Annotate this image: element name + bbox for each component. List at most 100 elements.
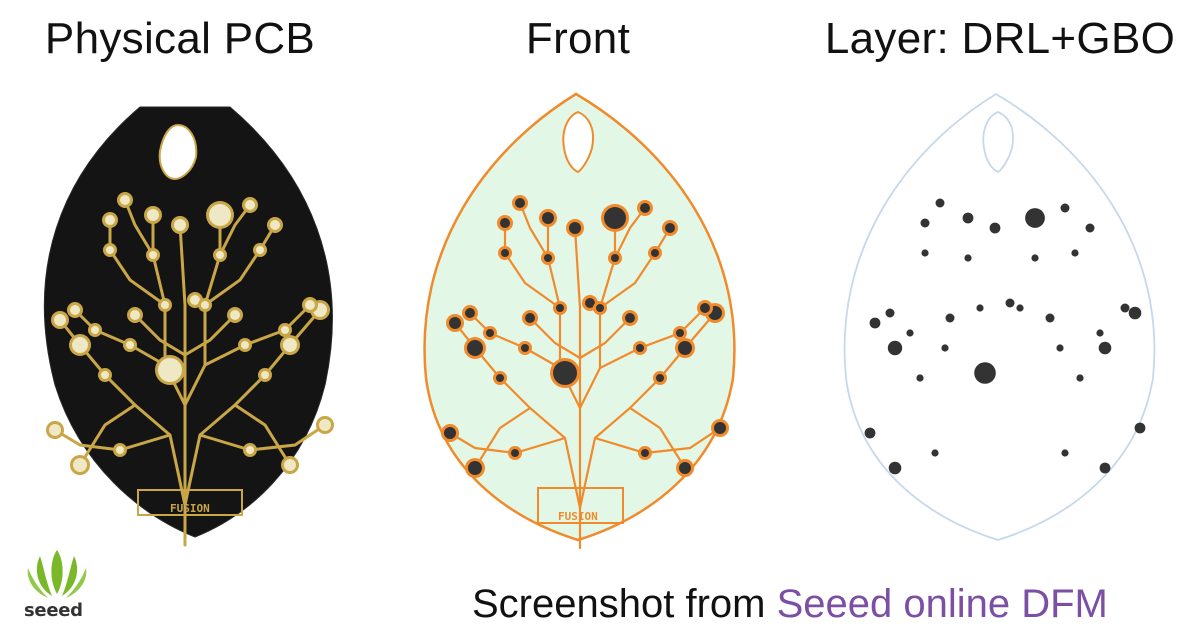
physical-pad — [116, 446, 124, 454]
drill-hole — [1005, 298, 1015, 308]
physical-label-box — [137, 489, 243, 516]
physical-pad — [230, 310, 240, 320]
front-pad-hole — [636, 344, 644, 352]
layer-board-outline — [843, 92, 1156, 541]
front-pad-hole — [678, 341, 692, 355]
front-pad-hole — [553, 361, 577, 385]
physical-traces — [53, 198, 327, 547]
drill-hole — [976, 304, 984, 312]
physical-pad — [241, 341, 249, 349]
front-trace — [578, 316, 632, 360]
physical-pad — [72, 337, 88, 353]
drill-hole — [962, 212, 974, 224]
drill-hole — [1056, 344, 1064, 352]
front-trace — [613, 206, 647, 260]
front-trace — [573, 226, 582, 410]
front-pad-hole — [444, 427, 456, 439]
front-pad-hole — [496, 374, 504, 382]
physical-pad — [161, 301, 169, 309]
front-pad-hole — [556, 304, 564, 312]
physical-trace — [73, 308, 167, 367]
drill-hole — [1120, 303, 1130, 313]
drill-hole — [1071, 249, 1079, 257]
physical-pad — [105, 215, 115, 225]
physical-pcb-image: FUSION — [43, 106, 334, 547]
physical-pad — [261, 371, 269, 379]
drill-hole — [1045, 313, 1055, 323]
physical-pad — [283, 338, 297, 352]
front-pad-hole — [596, 304, 604, 312]
physical-pad — [270, 220, 280, 230]
front-pad-hole — [500, 218, 510, 228]
front-pad-hole — [665, 223, 675, 233]
physical-trace — [123, 198, 155, 257]
front-pad-hole — [465, 308, 475, 318]
front-pad-hole — [585, 298, 595, 308]
physical-trace — [53, 428, 172, 452]
physical-pad — [101, 371, 109, 379]
physical-trace — [178, 223, 187, 407]
physical-pad — [120, 195, 130, 205]
front-trace — [598, 226, 672, 310]
physical-mounting-slot — [158, 123, 198, 181]
drill-hole — [964, 254, 972, 262]
physical-pad — [281, 326, 289, 334]
drill-hole — [885, 308, 895, 318]
physical-pad — [73, 458, 87, 472]
physical-pad — [305, 300, 315, 310]
physical-pad — [245, 200, 255, 210]
front-pad-hole — [611, 254, 619, 262]
layer-title: Layer: DRL+GBO — [824, 14, 1176, 63]
front-pad-hole — [467, 340, 483, 356]
front-label-box — [537, 487, 624, 524]
front-trace — [528, 316, 582, 360]
front-pad-hole — [714, 422, 726, 434]
drill-hole — [1025, 208, 1045, 228]
physical-pad — [49, 424, 61, 436]
physical-fusion-label: FUSION — [170, 502, 210, 515]
front-trace — [593, 426, 722, 455]
layer-drill-holes — [864, 198, 1146, 475]
physical-trace — [203, 223, 277, 307]
physical-trace — [108, 218, 167, 307]
front-pad-hole — [486, 329, 494, 337]
physical-trace — [233, 403, 292, 467]
physical-pad — [70, 305, 80, 315]
drill-hole — [916, 374, 924, 382]
drill-hole — [1099, 462, 1111, 474]
drill-hole — [1016, 304, 1024, 312]
drill-hole — [1134, 422, 1146, 434]
physical-pad — [149, 251, 157, 259]
physical-pad — [174, 219, 186, 231]
drill-hole — [941, 344, 949, 352]
front-pad-hole — [501, 249, 509, 257]
front-pad-hole — [569, 222, 581, 234]
drl-gbo-layer-image — [843, 92, 1156, 541]
physical-trace — [198, 423, 327, 452]
drill-hole — [921, 249, 929, 257]
drill-hole — [974, 362, 996, 384]
front-pad-hole — [625, 313, 635, 323]
front-pad-hole — [525, 313, 535, 323]
seeed-logo: seeed — [18, 546, 108, 626]
front-mounting-slot — [562, 110, 594, 174]
layer-mounting-slot — [982, 111, 1014, 174]
drill-hole — [887, 340, 903, 356]
front-pad-hole — [515, 198, 525, 208]
front-pad-hole — [542, 212, 554, 224]
front-trace — [628, 406, 687, 470]
front-pads — [441, 195, 729, 478]
drill-hole — [1096, 329, 1104, 337]
front-view-image: FUSION — [423, 92, 736, 550]
front-pad-hole — [521, 344, 529, 352]
drill-hole — [1061, 449, 1069, 457]
physical-pad — [209, 204, 231, 226]
front-pad-hole — [544, 254, 552, 262]
physical-trace — [133, 313, 187, 357]
front-pad-hole — [511, 449, 519, 457]
drill-hole — [1076, 374, 1084, 382]
physical-pad — [246, 446, 254, 454]
front-pad-hole — [468, 461, 482, 475]
front-trace — [503, 221, 562, 310]
drill-hole — [989, 222, 1001, 234]
